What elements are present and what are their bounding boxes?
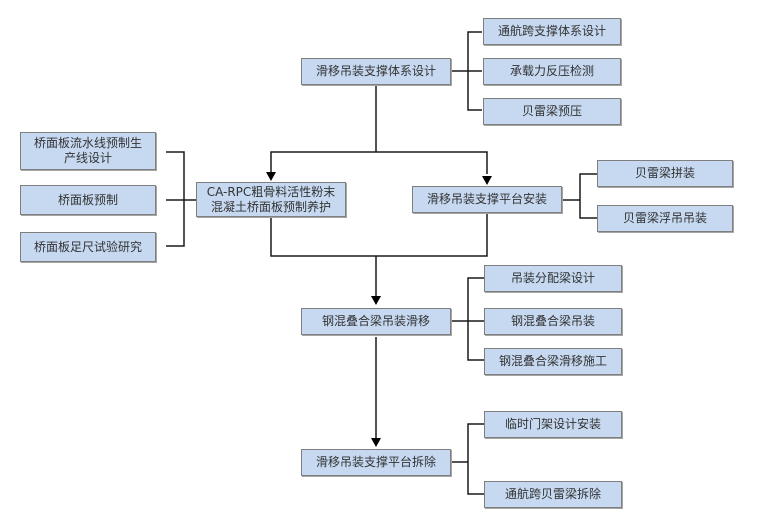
connector	[467, 277, 484, 361]
node-platform-install[interactable]: 滑移吊装支撑平台安装	[412, 186, 562, 213]
node-composite-lift[interactable]: 钢混叠合梁吊装	[484, 308, 622, 335]
arrow-head	[371, 296, 381, 305]
connector	[166, 151, 185, 247]
node-carpc-deck-curing[interactable]: CA-RPC粗骨料活性粉末 混凝土桥面板预制养护	[196, 182, 346, 217]
connector	[270, 151, 488, 174]
arrow-head	[371, 438, 381, 447]
node-support-system-design[interactable]: 滑移吊装支撑体系设计	[301, 58, 451, 85]
node-lift-beam-design[interactable]: 吊装分配梁设计	[484, 265, 622, 292]
node-bailey-float-lift[interactable]: 贝雷梁浮吊吊装	[597, 205, 733, 232]
node-nav-span-bailey-removal[interactable]: 通航跨贝雷梁拆除	[484, 481, 622, 508]
connector	[579, 173, 598, 219]
node-platform-removal[interactable]: 滑移吊装支撑平台拆除	[301, 449, 451, 476]
node-composite-slide[interactable]: 钢混叠合梁滑移施工	[484, 348, 622, 375]
arrow-head	[482, 176, 492, 185]
node-composite-lift-slide[interactable]: 钢混叠合梁吊装滑移	[301, 308, 451, 335]
connector	[270, 214, 488, 257]
connector	[467, 423, 484, 495]
node-nav-span-support-design[interactable]: 通航跨支撑体系设计	[483, 18, 621, 45]
node-temp-gantry[interactable]: 临时门架设计安装	[484, 411, 622, 438]
node-deck-fullscale-test[interactable]: 桥面板足尺试验研究	[20, 232, 156, 262]
node-bailey-beam-preload[interactable]: 贝雷梁预压	[483, 98, 621, 125]
node-deck-prefab[interactable]: 桥面板预制	[20, 185, 156, 215]
node-bailey-assembly[interactable]: 贝雷梁拼装	[597, 160, 733, 187]
node-bearing-capacity-test[interactable]: 承载力反压检测	[483, 58, 621, 85]
node-deck-line-design[interactable]: 桥面板流水线预制生 产线设计	[20, 132, 156, 170]
arrow-head	[266, 172, 276, 181]
